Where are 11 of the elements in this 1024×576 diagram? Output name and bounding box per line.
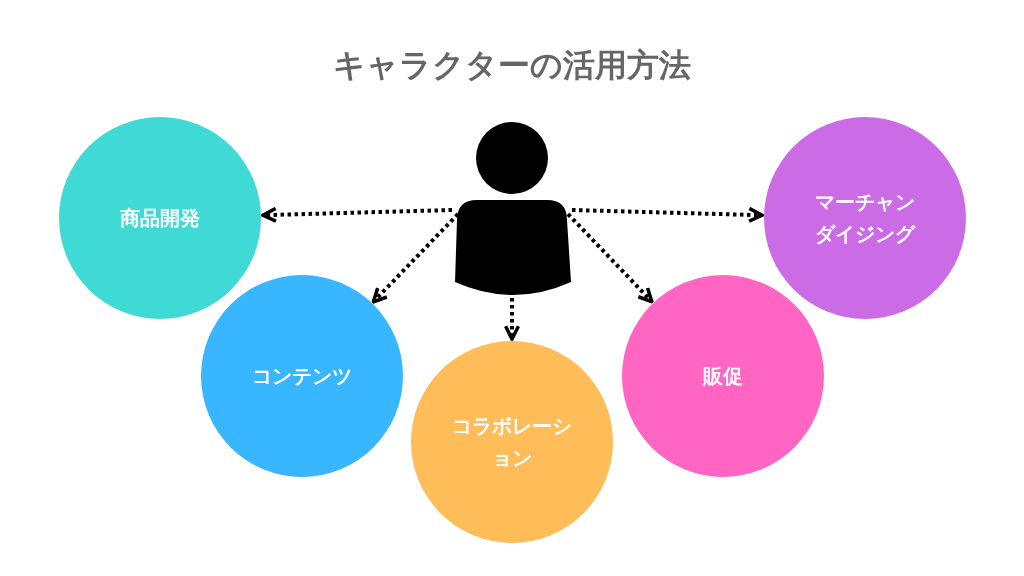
- node-label: コンテンツ: [251, 363, 353, 390]
- dotted-arrow: [566, 212, 654, 304]
- dotted-arrow: [371, 212, 460, 304]
- node-label: コラボレーション: [451, 413, 573, 472]
- node-label: マーチャンダイジング: [814, 189, 917, 248]
- dotted-arrow: [261, 206, 453, 223]
- node-label: 販促: [701, 363, 744, 390]
- title: キャラクターの活用方法: [333, 46, 691, 84]
- node-label: 商品開発: [119, 205, 201, 232]
- dotted-arrow: [571, 206, 764, 223]
- dotted-arrow: [503, 298, 521, 341]
